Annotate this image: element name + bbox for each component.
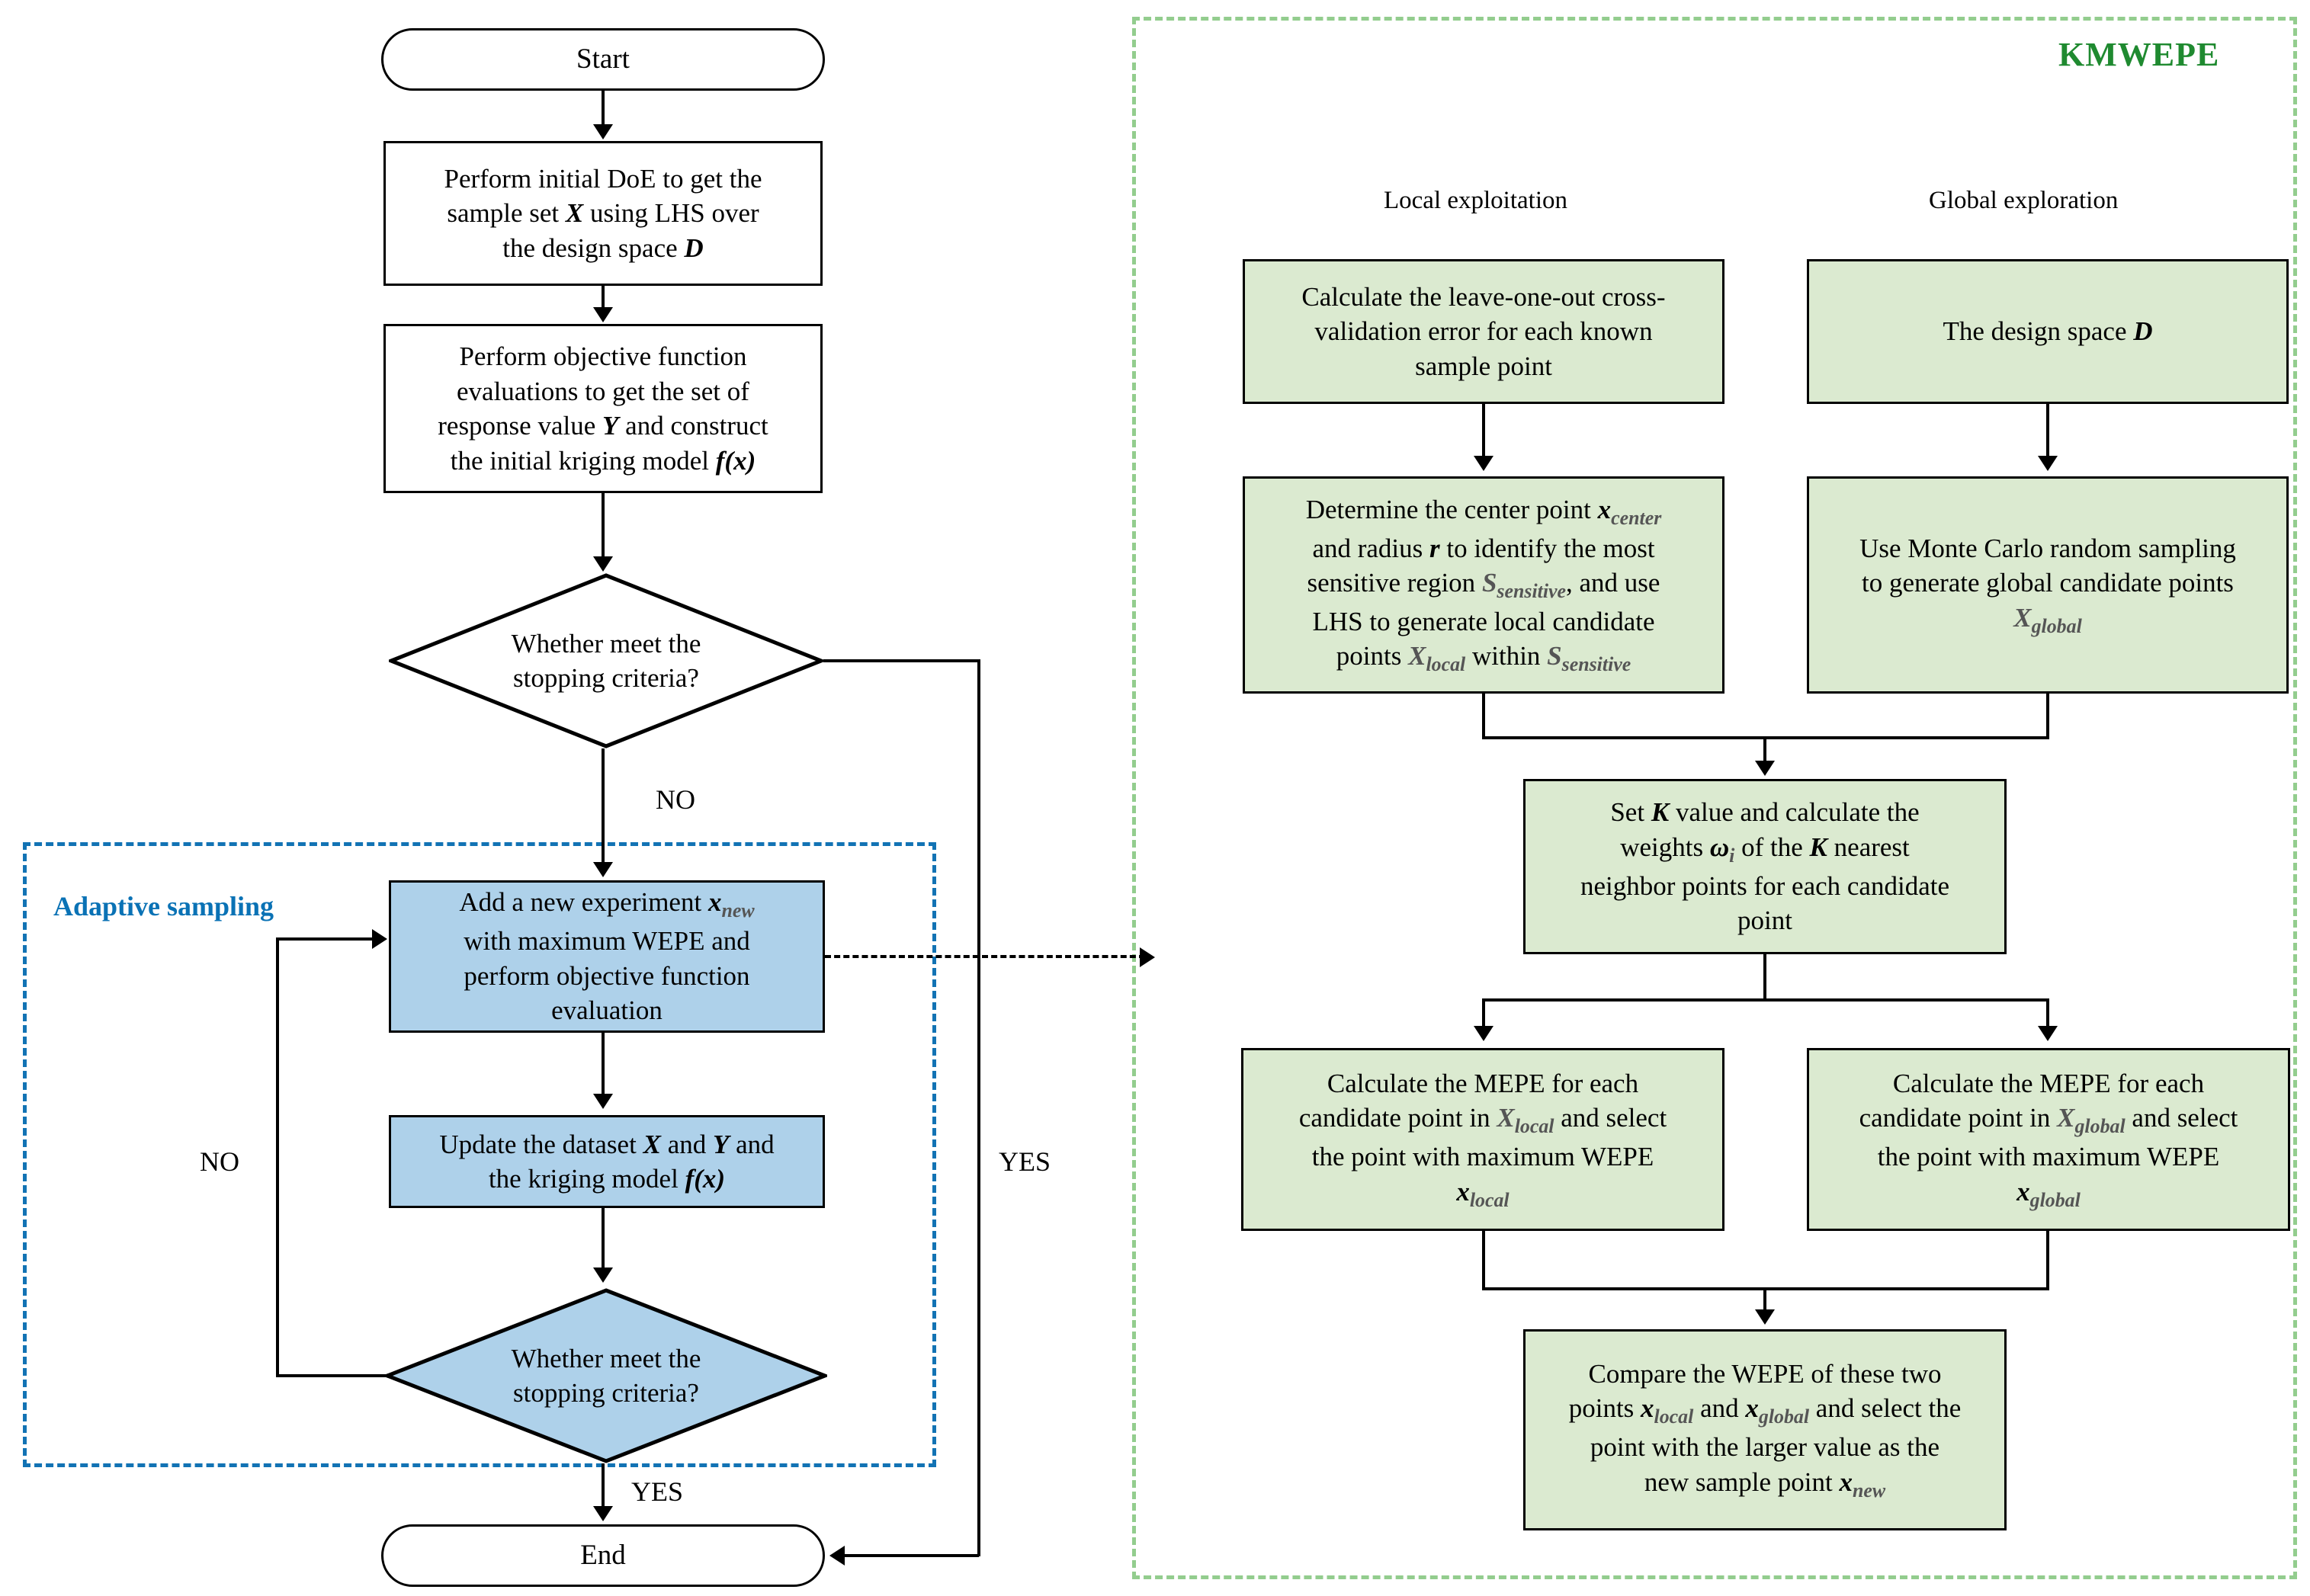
edge-yes-bottom-to-end: [845, 1554, 979, 1557]
edge-mepe-local-down: [1482, 1231, 1485, 1290]
global-exploration-header: Global exploration: [1929, 187, 2119, 214]
diamond-shape: [385, 1288, 827, 1463]
arrowhead-down: [593, 1506, 613, 1521]
adaptive-sampling-label: Adaptive sampling: [53, 891, 274, 921]
node-design-space[interactable]: The design space D: [1807, 259, 2289, 404]
arrowhead-down: [2038, 456, 2058, 471]
edge-split-to-mepe-local: [1482, 998, 1485, 1027]
edge-decision2-yes-to-end: [602, 1463, 605, 1508]
edge-label-yes-bottom: YES: [631, 1476, 684, 1507]
edge-update-to-decision2: [602, 1208, 605, 1269]
arrowhead-down: [593, 124, 613, 139]
edge-center-down: [1482, 694, 1485, 739]
arrowhead-down: [593, 1094, 613, 1109]
arrowhead-right: [1140, 947, 1155, 967]
arrowhead-left: [829, 1546, 845, 1566]
kmwepe-title: KMWEPE: [2058, 36, 2220, 73]
edge-loop-left: [276, 937, 279, 1376]
edge-split-to-mepe-global: [2046, 998, 2049, 1027]
arrowhead-down: [1474, 456, 1493, 471]
arrowhead-down: [593, 556, 613, 572]
arrowhead-down: [1755, 761, 1775, 776]
kmwepe-group: [1132, 17, 2297, 1579]
arrowhead-down: [2038, 1026, 2058, 1041]
arrowhead-down: [593, 862, 613, 877]
edge-split-horizontal: [1482, 998, 2049, 1002]
edge-montecarlo-down: [2046, 694, 2049, 739]
edge-label-yes-right: YES: [999, 1146, 1051, 1177]
edge-merge-to-compare: [1763, 1287, 1766, 1312]
edge-doe-to-obj: [602, 286, 605, 309]
arrowhead-down: [1755, 1309, 1775, 1325]
edge-start-to-doe: [602, 91, 605, 126]
adaptive-sampling-group: [23, 842, 936, 1467]
edge-setk-down: [1763, 954, 1766, 1002]
edge-label-no-top: NO: [656, 784, 695, 815]
edge-obj-to-decision: [602, 493, 605, 558]
node-end-label: End: [580, 1539, 626, 1571]
local-exploitation-header: Local exploitation: [1384, 187, 1568, 214]
arrowhead-right: [372, 929, 387, 949]
edge-dashed-to-kmwepe: [825, 955, 1145, 958]
edge-loop-top: [276, 937, 372, 941]
arrowhead-down: [593, 1268, 613, 1283]
edge-yes-right: [977, 659, 980, 1556]
edge-design-to-montecarlo: [2046, 404, 2049, 457]
edge-yes-top: [823, 659, 980, 662]
edge-loop-bottom: [276, 1374, 387, 1377]
node-loocv-error-label: Calculate the leave-one-out cross-valida…: [1301, 281, 1666, 381]
edge-loocv-to-center: [1482, 404, 1485, 457]
node-loocv-error[interactable]: Calculate the leave-one-out cross-valida…: [1243, 259, 1724, 404]
edge-add-to-update: [602, 1033, 605, 1095]
edge-decision-no-to-add: [602, 748, 605, 863]
node-end[interactable]: End: [381, 1524, 825, 1587]
arrowhead-down: [1474, 1026, 1493, 1041]
node-start-label: Start: [576, 43, 630, 75]
edge-label-no-loop: NO: [200, 1146, 239, 1177]
diamond-shape: [389, 573, 823, 748]
node-design-space-label: The design space D: [1943, 316, 2153, 347]
node-start[interactable]: Start: [381, 28, 825, 91]
edge-merge-to-setk: [1763, 736, 1766, 762]
edge-mepe-global-down: [2046, 1231, 2049, 1290]
arrowhead-down: [593, 307, 613, 322]
